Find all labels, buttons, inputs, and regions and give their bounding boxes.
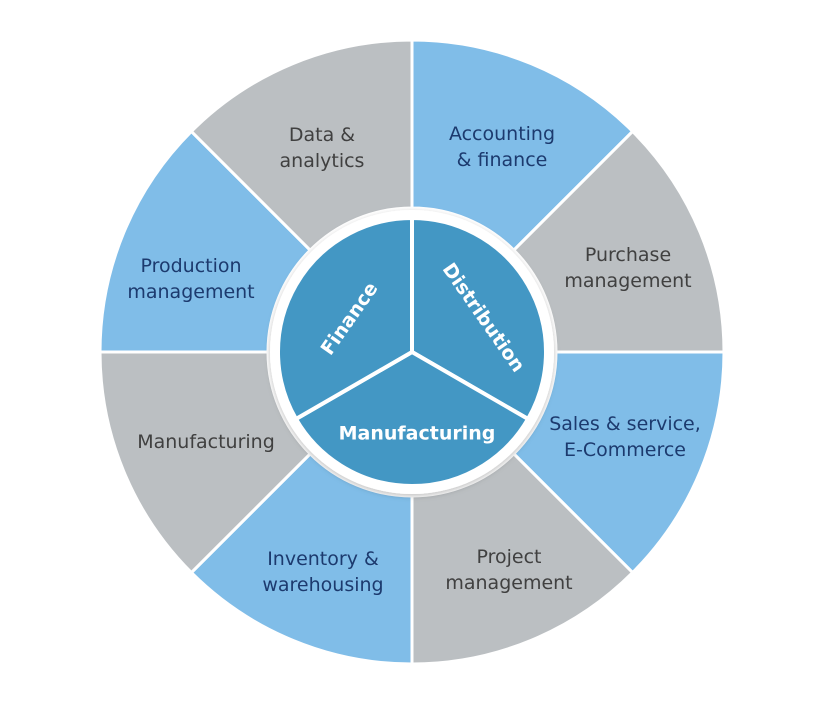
- outer-segment-purchase-management: [511, 129, 726, 354]
- outer-segment-accounting-and-finance: [410, 38, 635, 253]
- outer-label-manufacturing: Manufacturing: [137, 431, 275, 453]
- inner-segment-manufacturing: [293, 349, 531, 488]
- outer-label-accounting-and-finance: Accounting& finance: [449, 123, 555, 171]
- outer-segment-manufacturing: [98, 350, 313, 575]
- outer-label-data-and-analytics: Data &analytics: [280, 124, 365, 172]
- outer-label-inventory-and-warehousing: Inventory &warehousing: [262, 548, 383, 596]
- inner-segment-distribution: [410, 215, 548, 422]
- outer-segment-project-management: [410, 451, 635, 666]
- inner-label-manufacturing: Manufacturing: [339, 423, 496, 445]
- outer-segment-production-management: [98, 129, 313, 354]
- outer-segment-sales-and-service-e-commerce: [511, 350, 726, 575]
- outer-label-sales-and-service-e-commerce: Sales & service,E-Commerce: [549, 413, 701, 461]
- outer-segment-inventory-and-warehousing: [189, 451, 414, 666]
- inner-segment-finance: [276, 215, 414, 422]
- outer-segment-data-and-analytics: [189, 38, 414, 253]
